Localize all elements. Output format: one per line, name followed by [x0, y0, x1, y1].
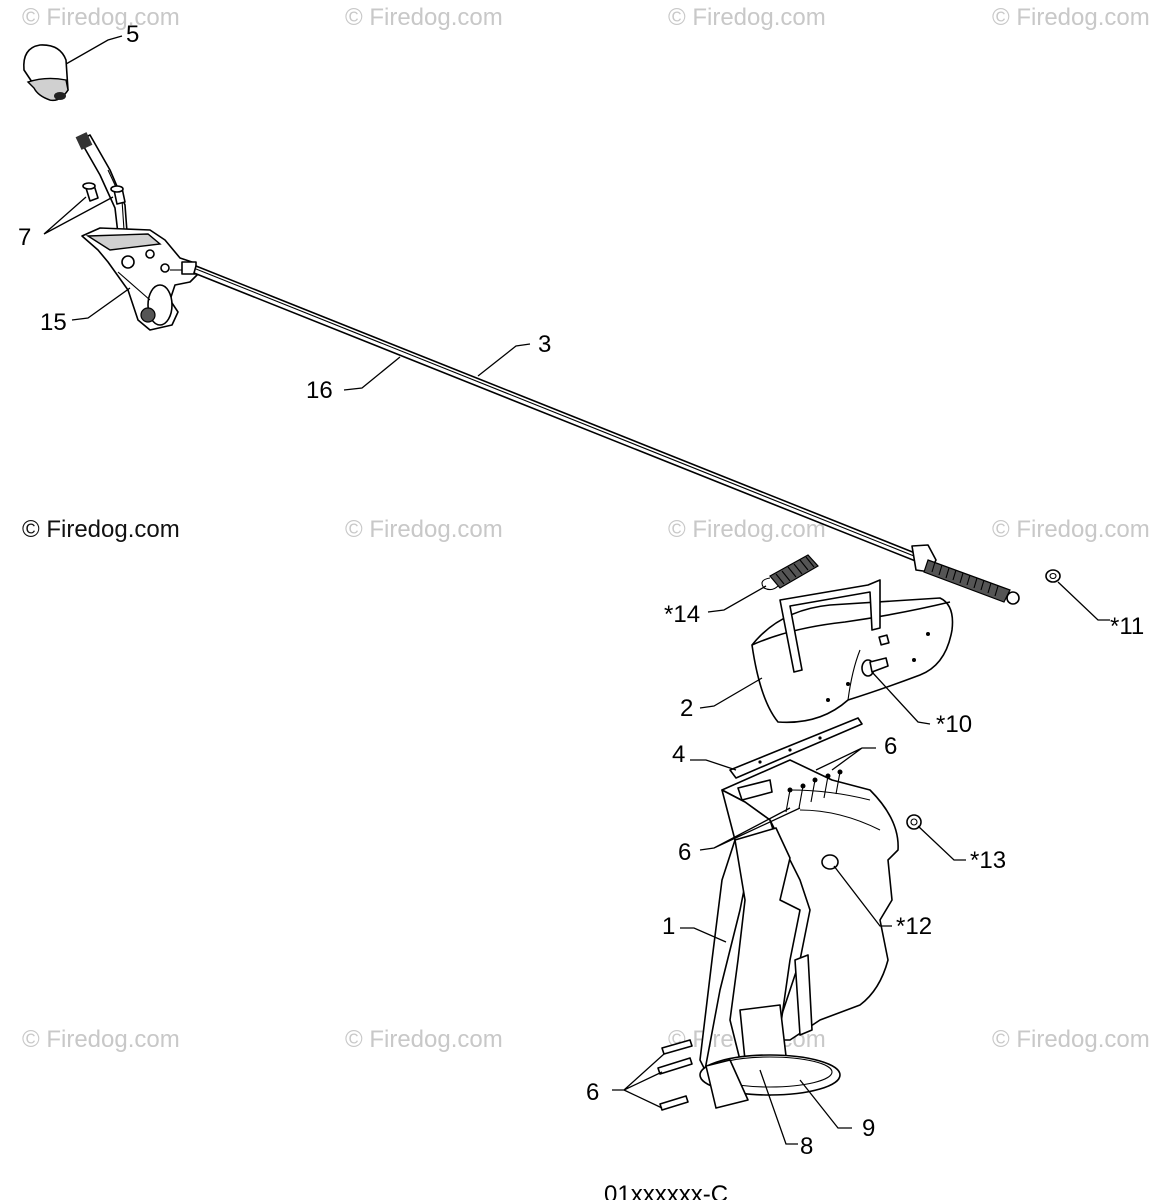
- bolts-6-bottom-part: [657, 1039, 693, 1111]
- callout-3: 3: [538, 331, 551, 358]
- callout-2: 2: [680, 695, 693, 722]
- watermark: © Firedog.com: [22, 1026, 180, 1053]
- callout-6-bottom: 6: [586, 1079, 599, 1106]
- callout-5: 5: [126, 21, 139, 48]
- bolt-10-part: [861, 657, 889, 677]
- deflector-part: [751, 579, 954, 724]
- callout-15: 15: [40, 309, 67, 336]
- watermark: © Firedog.com: [345, 1026, 503, 1053]
- bolts-6-top-part: [785, 769, 843, 813]
- callout-4: 4: [672, 741, 685, 768]
- control-bracket-part: [81, 227, 201, 331]
- watermark: © Firedog.com: [992, 516, 1150, 543]
- wear-strip-part: [729, 717, 863, 779]
- watermark: © Firedog.com: [992, 1026, 1150, 1053]
- watermark: © Firedog.com: [992, 4, 1150, 31]
- nut-13-part: [906, 814, 922, 830]
- callout-10: *10: [936, 711, 972, 738]
- shift-lever-part: [75, 132, 128, 235]
- cable-end-part: [911, 544, 1020, 605]
- callout-16: 16: [306, 377, 333, 404]
- callout-6-mid: 6: [678, 839, 691, 866]
- callout-13: *13: [970, 847, 1006, 874]
- watermark: © Firedog.com: [345, 516, 503, 543]
- watermark: © Firedog.com: [668, 4, 826, 31]
- chute-part: [699, 759, 899, 1109]
- watermark: © Firedog.com: [22, 516, 180, 543]
- spring-14-part: [761, 554, 819, 591]
- callout-12: *12: [896, 913, 932, 940]
- callout-11: *11: [1110, 613, 1144, 640]
- screws-part: [82, 182, 126, 205]
- leader-lines: [43, 35, 1110, 1145]
- callout-6-top: 6: [884, 733, 897, 760]
- callout-14: *14: [664, 601, 700, 628]
- callout-8: 8: [800, 1133, 813, 1160]
- callout-9: 9: [862, 1115, 875, 1142]
- callout-labels: 5 7 15 16 3 *14 *11 2 *10 4 6 6 *13 1 *1…: [18, 21, 1144, 1160]
- knob-part: [23, 44, 69, 102]
- bolt-12-part: [821, 854, 839, 870]
- watermarks: © Firedog.com © Firedog.com © Firedog.co…: [22, 4, 1150, 1053]
- drawing-number: 01xxxxxx-C: [604, 1181, 728, 1200]
- watermark: © Firedog.com: [345, 4, 503, 31]
- cable-rod-part: [193, 265, 921, 563]
- watermark: © Firedog.com: [668, 516, 826, 543]
- nut-11-part: [1045, 569, 1061, 583]
- callout-1: 1: [662, 913, 675, 940]
- watermark: © Firedog.com: [22, 4, 180, 31]
- callout-7: 7: [18, 224, 31, 251]
